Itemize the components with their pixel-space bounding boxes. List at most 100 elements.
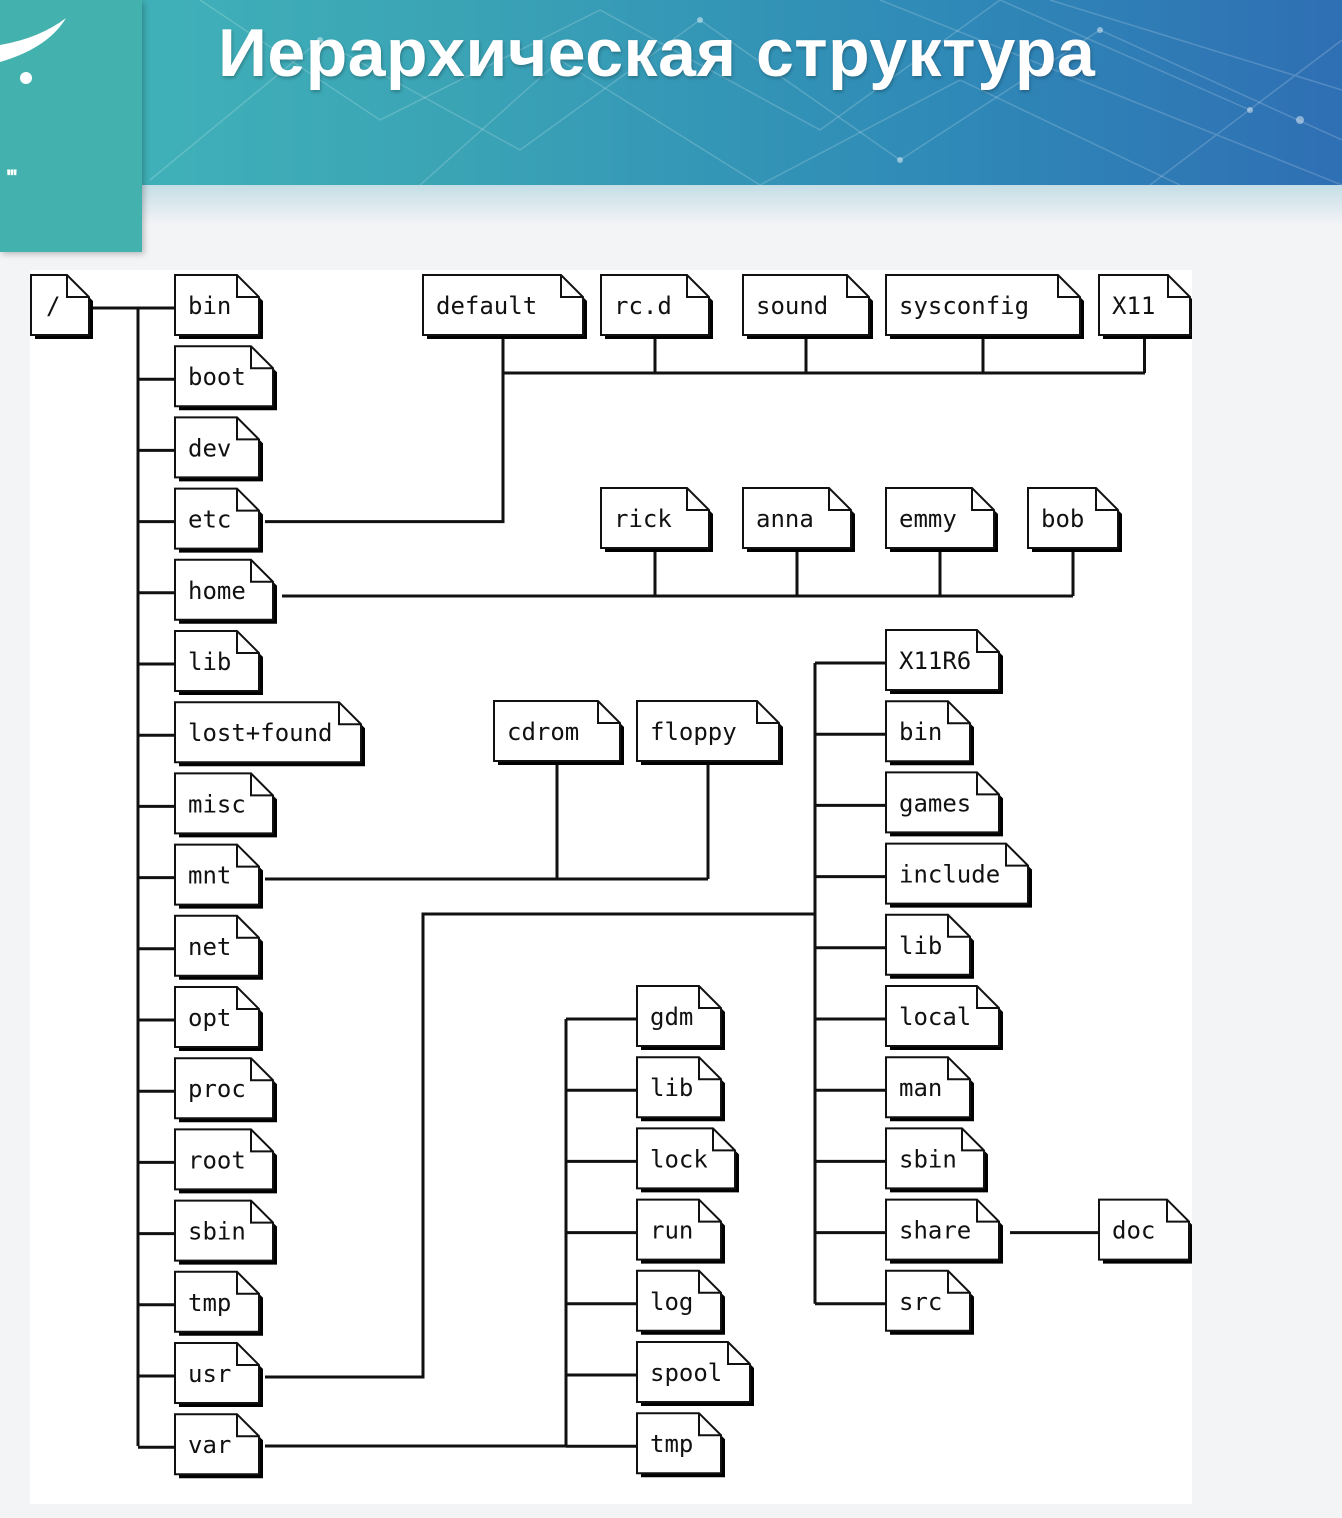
- dir-mnt_children-floppy[interactable]: floppy: [636, 700, 783, 765]
- file-icon: [636, 1127, 736, 1190]
- file-corner-fold: [756, 701, 779, 724]
- slide-header: Иерархическая структура: [0, 0, 1342, 185]
- file-corner-fold: [1167, 275, 1190, 298]
- dir-var_children-lock[interactable]: lock: [636, 1127, 739, 1193]
- dir-label: etc: [188, 506, 231, 534]
- dir-label: var: [188, 1431, 231, 1459]
- dir-usr_children-games[interactable]: games: [885, 771, 1003, 837]
- file-corner-fold: [236, 1271, 259, 1295]
- dir-usr_children-include[interactable]: include: [885, 842, 1032, 908]
- dir-label: rick: [614, 505, 672, 533]
- file-corner-fold: [250, 346, 273, 370]
- file-icon: [742, 274, 870, 336]
- dir-root_children-sbin[interactable]: sbin: [174, 1199, 277, 1265]
- dir-label: sbin: [899, 1145, 957, 1173]
- dir-etc_children-sound[interactable]: sound: [742, 274, 873, 339]
- dir-root_children-etc[interactable]: etc: [174, 487, 263, 553]
- dir-label: X11R6: [899, 647, 971, 675]
- dir-home_children-bob[interactable]: bob: [1027, 487, 1122, 552]
- dir-etc_children-x11[interactable]: X11: [1098, 274, 1192, 339]
- dir-label: lib: [650, 1074, 693, 1102]
- dir-var_children-lib[interactable]: lib: [636, 1056, 725, 1122]
- dir-root_children-tmp[interactable]: tmp: [174, 1270, 263, 1336]
- dir-usr_children-bin[interactable]: bin: [885, 700, 974, 766]
- file-corner-fold: [698, 1270, 721, 1294]
- dir-root_children-opt[interactable]: opt: [174, 986, 263, 1051]
- file-corner-fold: [236, 488, 259, 512]
- file-icon: [600, 487, 710, 549]
- page-title: Иерархическая структура: [218, 15, 1096, 91]
- dir-label: bin: [188, 292, 231, 320]
- dir-root_children-usr[interactable]: usr: [174, 1342, 263, 1407]
- file-icon: [742, 487, 852, 549]
- dir-label: games: [899, 789, 971, 817]
- dir-label: net: [188, 933, 231, 961]
- dir-label: mnt: [188, 862, 231, 890]
- dir-var_children-spool[interactable]: spool: [636, 1341, 754, 1406]
- dir-root_children-boot[interactable]: boot: [174, 345, 277, 411]
- dir-var_children-run[interactable]: run: [636, 1198, 725, 1264]
- dir-label: lost+found: [188, 719, 333, 747]
- dir-usr_children-local[interactable]: local: [885, 985, 1003, 1050]
- file-corner-fold: [846, 275, 869, 298]
- dir-var_children-gdm[interactable]: gdm: [636, 985, 725, 1050]
- dir-root_children-proc[interactable]: proc: [174, 1057, 277, 1123]
- dir-label: sound: [756, 292, 828, 320]
- dir-etc_children-default[interactable]: default: [422, 274, 587, 339]
- dir-root_children-mnt[interactable]: mnt: [174, 843, 263, 909]
- dir-usr_children-share[interactable]: share: [885, 1198, 1003, 1264]
- file-corner-fold: [947, 1057, 970, 1081]
- dir-share_children-doc[interactable]: doc: [1098, 1198, 1192, 1264]
- dir-root[interactable]: /: [30, 274, 93, 339]
- dir-root_children-home[interactable]: home: [174, 558, 277, 624]
- dir-home_children-anna[interactable]: anna: [742, 487, 855, 552]
- file-corner-fold: [961, 1128, 984, 1152]
- file-icon: [885, 629, 1000, 691]
- dir-mnt_children-cdrom[interactable]: cdrom: [493, 700, 624, 765]
- dir-label: share: [899, 1217, 971, 1245]
- file-corner-fold: [971, 488, 994, 511]
- dir-usr_children-src[interactable]: src: [885, 1269, 974, 1335]
- file-corner-fold: [250, 559, 273, 583]
- dir-usr_children-sbin[interactable]: sbin: [885, 1127, 988, 1193]
- file-icon: [885, 985, 1000, 1047]
- dir-root_children-lost-found[interactable]: lost+found: [174, 701, 365, 767]
- dir-home_children-rick[interactable]: rick: [600, 487, 713, 552]
- dir-label: home: [188, 577, 246, 605]
- file-corner-fold: [597, 701, 620, 724]
- file-icon: [885, 1127, 985, 1190]
- file-corner-fold: [236, 1343, 259, 1366]
- dir-usr_children-x11r6[interactable]: X11R6: [885, 629, 1003, 694]
- side-mark: ''': [6, 165, 18, 190]
- dir-etc_children-sysconfig[interactable]: sysconfig: [885, 274, 1084, 339]
- file-icon: [30, 274, 90, 336]
- dir-etc_children-rc-d[interactable]: rc.d: [600, 274, 713, 339]
- file-icon: [174, 1128, 274, 1191]
- dir-root_children-net[interactable]: net: [174, 914, 263, 980]
- file-corner-fold: [698, 986, 721, 1009]
- file-corner-fold: [250, 773, 273, 797]
- dir-root_children-bin[interactable]: bin: [174, 274, 263, 339]
- dir-root_children-var[interactable]: var: [174, 1413, 263, 1479]
- dir-root_children-lib[interactable]: lib: [174, 630, 263, 695]
- dir-home_children-emmy[interactable]: emmy: [885, 487, 998, 552]
- file-icon: [174, 1199, 274, 1262]
- file-corner-fold: [236, 1414, 259, 1438]
- file-corner-fold: [976, 1199, 999, 1223]
- dir-usr_children-lib[interactable]: lib: [885, 913, 974, 979]
- dir-var_children-tmp[interactable]: tmp: [636, 1412, 725, 1478]
- file-icon: [885, 274, 1081, 336]
- file-corner-fold: [976, 772, 999, 796]
- dir-label: sbin: [188, 1218, 246, 1246]
- dir-var_children-log[interactable]: log: [636, 1269, 725, 1335]
- dir-label: log: [650, 1288, 693, 1316]
- dir-label: lib: [899, 932, 942, 960]
- dir-root_children-dev[interactable]: dev: [174, 416, 263, 482]
- file-corner-fold: [1095, 488, 1118, 511]
- dir-root_children-root[interactable]: root: [174, 1128, 277, 1194]
- dir-root_children-misc[interactable]: misc: [174, 772, 277, 838]
- file-corner-fold: [698, 1057, 721, 1081]
- dir-usr_children-man[interactable]: man: [885, 1056, 974, 1122]
- file-corner-fold: [947, 1270, 970, 1294]
